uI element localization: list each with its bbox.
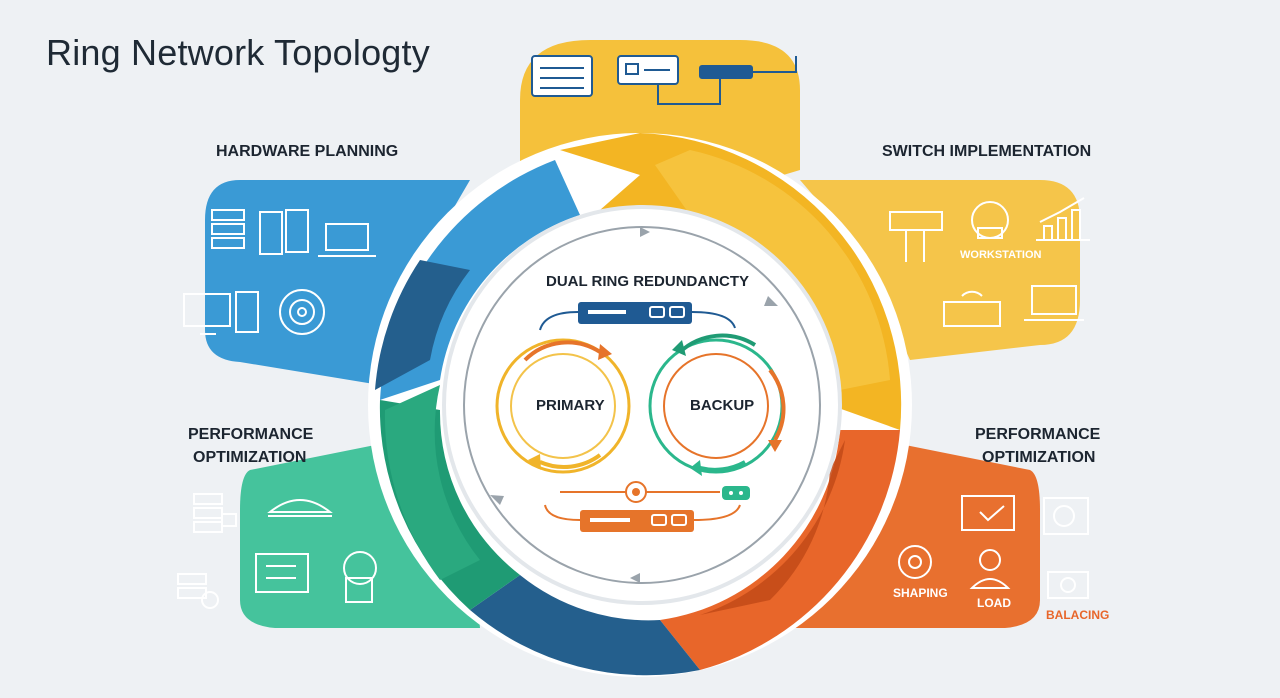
dashboard-icon <box>255 553 309 593</box>
scale-icon <box>1047 571 1089 599</box>
laptop-icon <box>318 223 376 257</box>
desktop-tower-icon <box>235 291 259 333</box>
monitor-check-icon <box>961 495 1015 531</box>
ring-segment-dark-blue <box>470 575 700 676</box>
performance-meter-icon <box>1043 497 1089 535</box>
hardware-planning-label: HARDWARE PLANNING <box>216 143 399 160</box>
growth-chart-icon <box>1036 197 1090 241</box>
backup-label: BACKUP <box>690 397 755 414</box>
monitor-icon <box>183 293 231 335</box>
gear-icon <box>898 545 932 579</box>
center-disc <box>442 205 842 605</box>
rack-server-icon <box>531 55 593 97</box>
tower-computer-icon <box>259 209 309 255</box>
workstation-icon <box>971 201 1009 239</box>
network-switch-icon <box>889 211 943 262</box>
storage-shield-icon <box>177 573 219 609</box>
database-lock-icon <box>193 493 237 533</box>
primary-label: PRIMARY <box>536 397 605 414</box>
laptop-icon-right <box>1024 285 1084 321</box>
router-icon <box>267 499 333 517</box>
hardware-panel <box>205 180 470 385</box>
user-icon <box>969 549 1011 589</box>
performance-left-label-1: PERFORMANCE <box>188 426 314 443</box>
access-point-icon <box>943 290 1001 327</box>
server-stack-icon <box>211 209 245 249</box>
performance-right-label-2: OPTIMIZATION <box>982 449 1096 466</box>
switch-cable-icon <box>657 56 797 105</box>
switch-implementation-label: SWITCH IMPLEMENTATION <box>882 143 1092 160</box>
shaping-label: SHAPING <box>893 586 948 600</box>
balancing-label: BALACING <box>1046 608 1110 622</box>
performance-left-label-2: OPTIMIZATION <box>193 449 307 466</box>
workstation-label: WORKSTATION <box>960 249 1042 261</box>
ring-segment-yellow <box>560 133 902 430</box>
load-label: LOAD <box>977 596 1011 610</box>
performance-right-label-1: PERFORMANCE <box>975 426 1101 443</box>
dual-ring-title: DUAL RING REDUNDANCTY <box>546 273 750 290</box>
secure-device-icon <box>343 551 377 603</box>
page-title: Ring Network Topologty <box>46 32 430 73</box>
patch-panel-icon <box>617 55 679 85</box>
wireless-router-icon <box>279 289 325 335</box>
primary-ring <box>495 338 631 474</box>
switch-panel <box>800 180 1080 360</box>
